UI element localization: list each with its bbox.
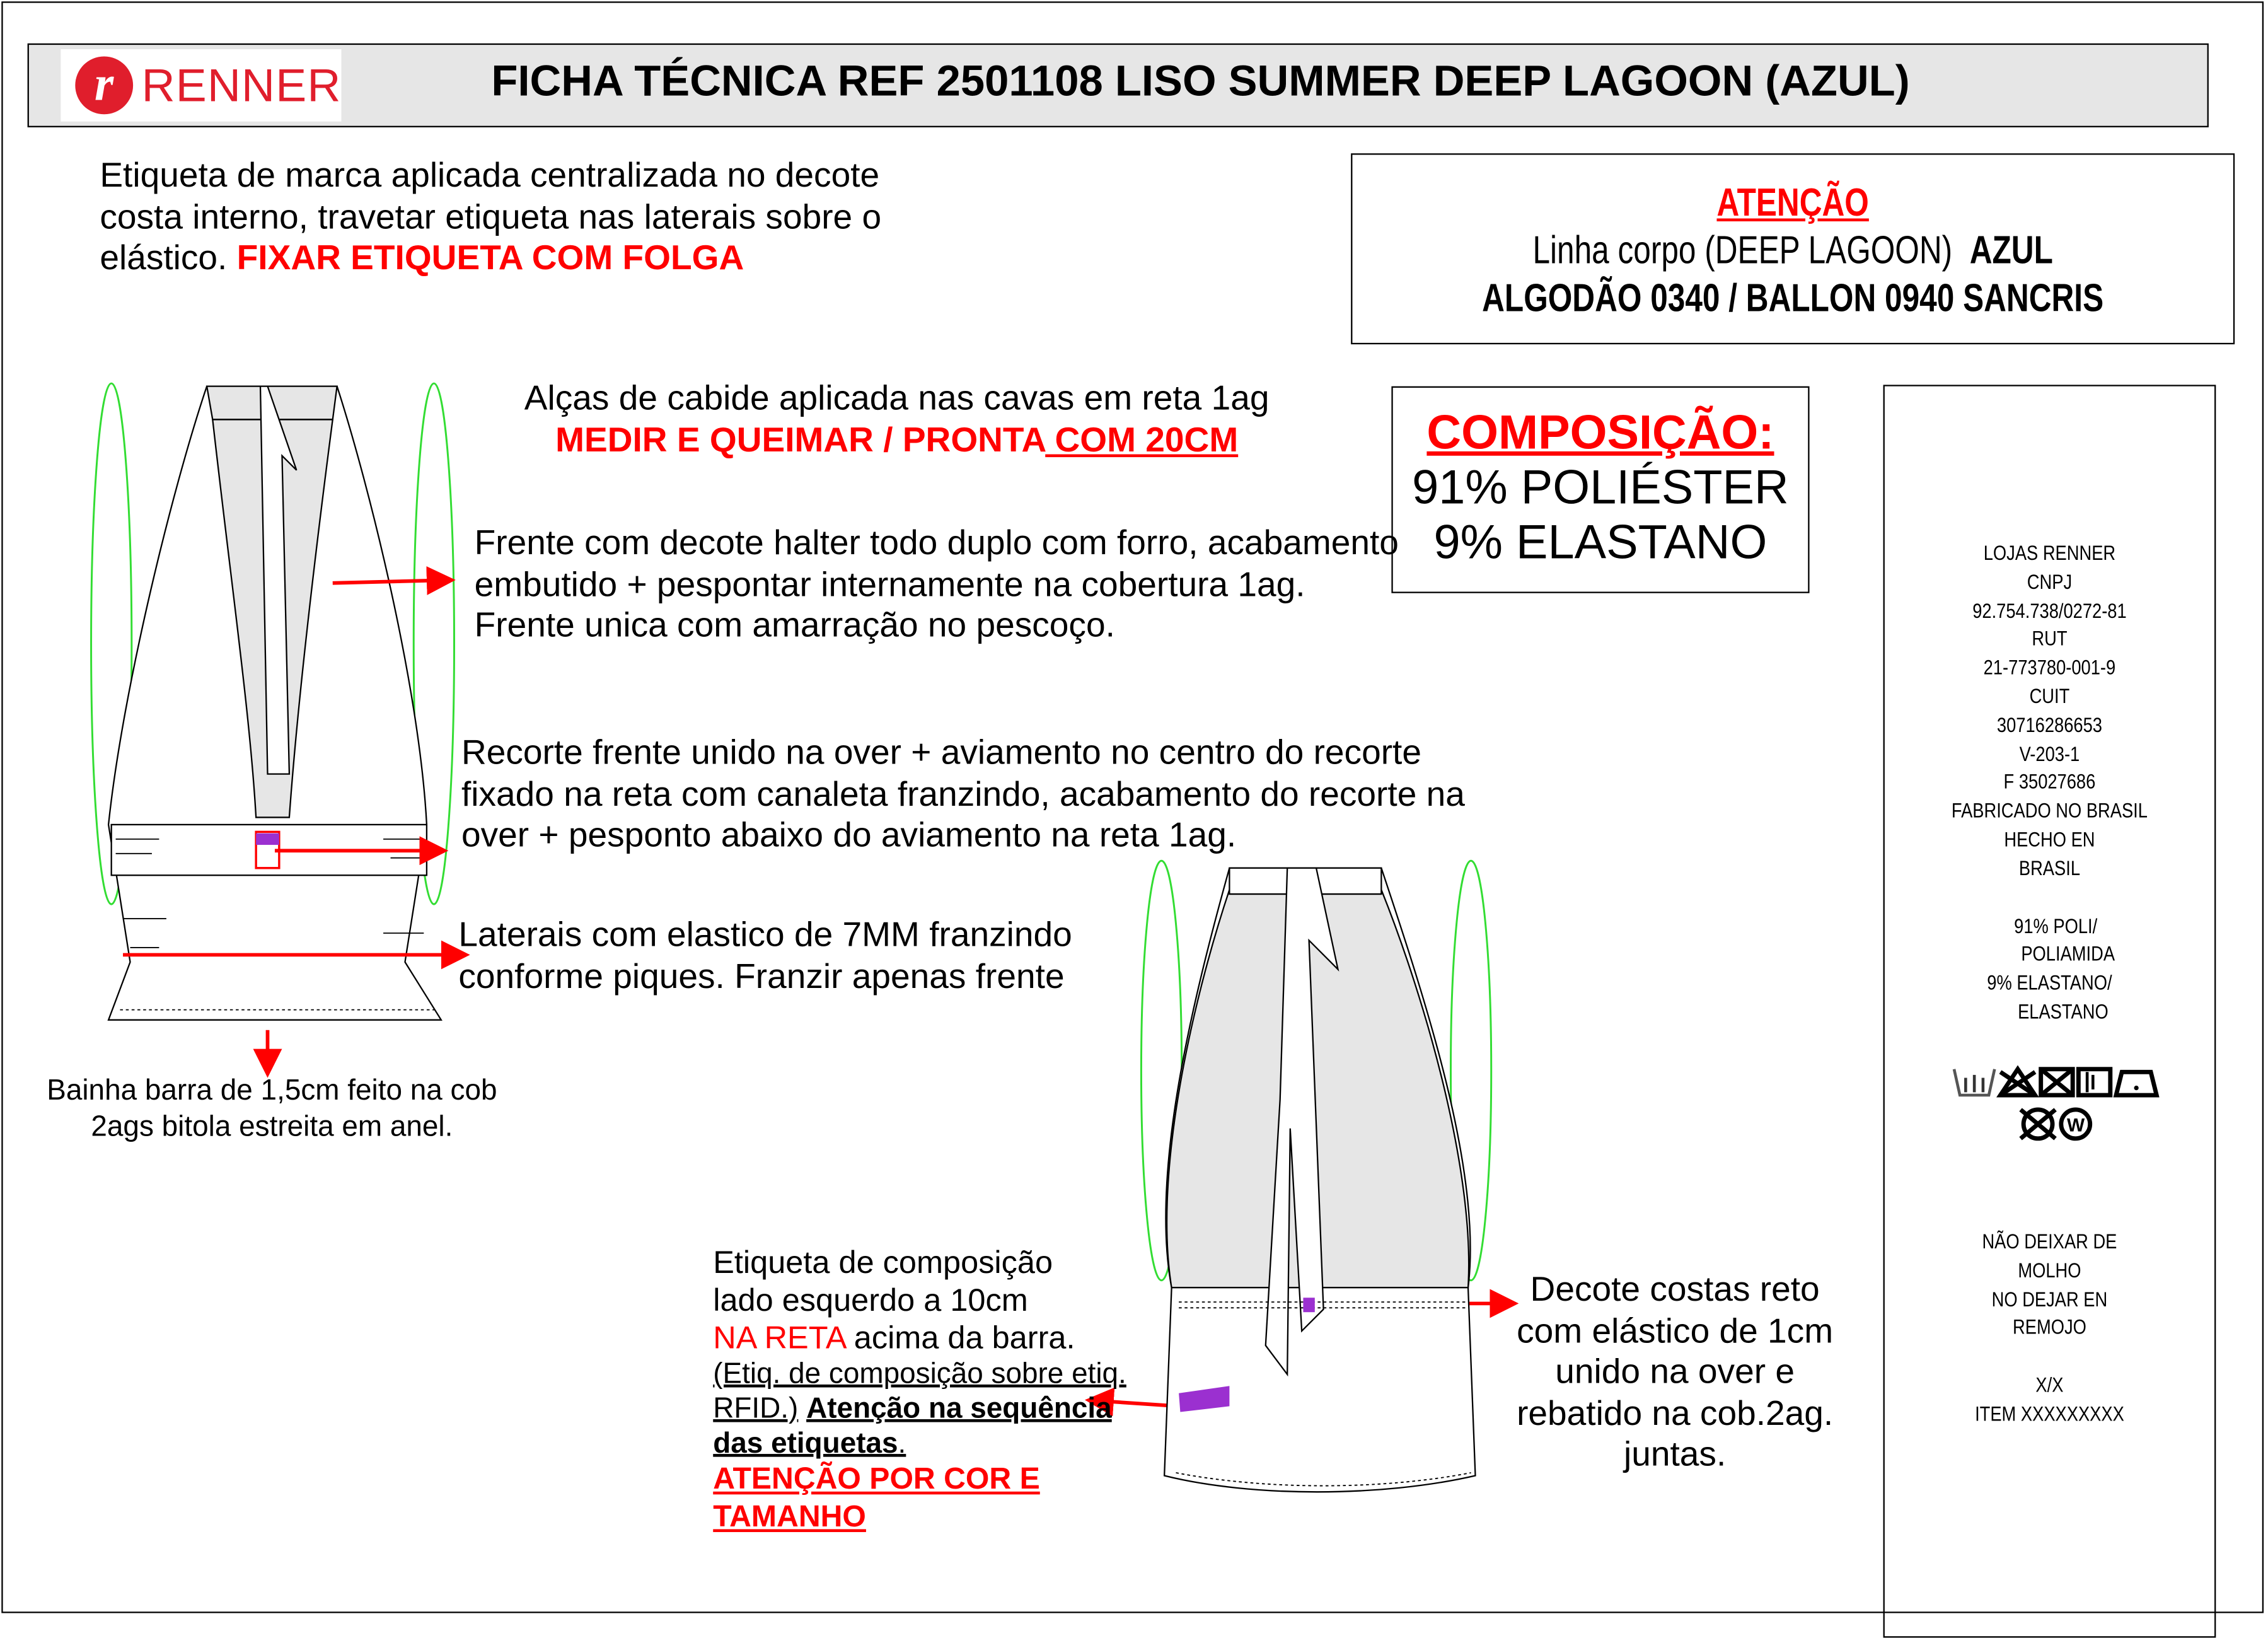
- hanger-loop-right: [412, 382, 455, 905]
- care-item: ITEM XXXXXXXXX: [1975, 1402, 2124, 1426]
- neck-tie: [259, 385, 298, 775]
- note-etiqueta-marca: Etiqueta de marca aplicada centralizada …: [100, 156, 939, 280]
- back-panel: [1166, 889, 1470, 1289]
- note-red-warning: ATENÇÃO POR COR E TAMANHO: [713, 1462, 1040, 1534]
- note-text: Alças de cabide aplicada nas cavas em re…: [524, 379, 1270, 419]
- attention-line2: ALGODÃO 0340 / BALLON 0940 SANCRIS: [1482, 276, 2104, 320]
- care-line: CNPJ: [2027, 569, 2073, 593]
- care-line: POLIAMIDA: [2021, 942, 2115, 966]
- no-tumble-dry-icon: [2039, 1067, 2075, 1098]
- care-line: F 35027686: [2003, 770, 2096, 794]
- composition-title: COMPOSIÇÃO:: [1426, 405, 1774, 459]
- no-bleach-icon: [1996, 1065, 2039, 1098]
- composition-line1: 91% POLIÉSTER: [1412, 460, 1789, 514]
- back-garment-drawing: [1140, 859, 1493, 1493]
- care-label-footer: NÃO DEIXAR DE MOLHO NO DEJAR EN REMOJO X…: [1909, 1228, 2190, 1429]
- care-line: 9% ELASTANO/: [1987, 971, 2112, 994]
- care-label-header: LOJAS RENNER CNPJ 92.754.738/0272-81 RUT…: [1909, 540, 2190, 1027]
- back-tie: [1264, 867, 1339, 1377]
- thread-color: AZUL: [1969, 228, 2053, 272]
- note-text: acima da barra.: [845, 1319, 1075, 1356]
- note-laterais: Laterais com elastico de 7MM franzindo c…: [458, 915, 1072, 996]
- logo-mark: r: [75, 56, 133, 115]
- care-line: HECHO EN: [2004, 827, 2095, 851]
- note-decote-costas: Decote costas reto com elástico de 1cm u…: [1517, 1270, 1834, 1475]
- iron-low-icon: [2113, 1069, 2160, 1098]
- care-line: 21-773780-001-9: [1983, 655, 2116, 679]
- care-line: REMOJO: [2013, 1315, 2086, 1339]
- thread-text: Linha corpo (DEEP LAGOON): [1532, 228, 1953, 272]
- attention-title: ATENÇÃO: [1716, 180, 1869, 224]
- care-line: LOJAS RENNER: [1983, 541, 2116, 564]
- care-line: 91% POLI/: [2014, 914, 2098, 937]
- header-bar: [27, 43, 2209, 127]
- care-symbols: W: [1952, 1065, 2160, 1141]
- note-frente: Frente com decote halter todo duplo com …: [474, 523, 1399, 646]
- care-size: X/X: [2035, 1373, 2064, 1397]
- composition-label-mark: [1179, 1386, 1230, 1412]
- care-line: 30716286653: [1996, 712, 2102, 736]
- page-title: FICHA TÉCNICA REF 2501108 LISO SUMMER DE…: [491, 57, 1910, 106]
- care-line: V-203-1: [2019, 741, 2080, 765]
- note-etiq-comp: Etiqueta de composição lado esquerdo a 1…: [713, 1244, 1132, 1536]
- note-recorte: Recorte frente unido na over + aviamento…: [461, 733, 1465, 856]
- hand-wash-icon: [1952, 1069, 1996, 1097]
- note-text: lado esquerdo a 10cm: [713, 1282, 1028, 1318]
- care-line: MOLHO: [2018, 1258, 2081, 1282]
- note-highlight: MEDIR E QUEIMAR / PRONTA: [555, 420, 1046, 460]
- composition-line2: 9% ELASTANO: [1433, 514, 1768, 569]
- care-line: BRASIL: [2018, 856, 2081, 880]
- line-dry-icon: [2076, 1067, 2113, 1098]
- renner-logo: r RENNER: [61, 49, 342, 122]
- care-line: 92.754.738/0272-81: [1972, 598, 2127, 622]
- care-line: NO DEJAR EN: [1991, 1287, 2108, 1310]
- care-line: FABRICADO NO BRASIL: [1951, 799, 2148, 822]
- hanger-loop-right: [1449, 859, 1493, 1282]
- care-line: CUIT: [2029, 684, 2070, 708]
- logo-text: RENNER: [141, 58, 342, 111]
- attention-box: ATENÇÃO Linha corpo (DEEP LAGOON) AZUL A…: [1351, 153, 2235, 345]
- note-highlight: FIXAR ETIQUETA COM FOLGA: [236, 238, 744, 278]
- note-underlined: (Etiq. de composição sobre etiq. RFID.): [713, 1358, 1126, 1426]
- attention-line1: Linha corpo (DEEP LAGOON) AZUL: [1440, 229, 2145, 274]
- note-bainha: Bainha barra de 1,5cm feito na cob 2ags …: [47, 1074, 497, 1143]
- care-line: RUT: [2032, 627, 2068, 651]
- note-text: Etiqueta de composição: [713, 1244, 1053, 1281]
- svg-text:W: W: [2067, 1115, 2085, 1136]
- note-text: Etiqueta de marca aplicada centralizada …: [100, 156, 882, 278]
- note-alcas: Alças de cabide aplicada nas cavas em re…: [492, 379, 1302, 462]
- care-line: ELASTANO: [2018, 999, 2109, 1023]
- note-bold-underlined: Atenção na sequência das etiquetas: [713, 1393, 1112, 1460]
- no-dry-clean-icon: [2019, 1107, 2057, 1141]
- note-highlight-underlined: COM 20CM: [1045, 420, 1239, 460]
- hanger-loop-left: [90, 382, 133, 905]
- front-garment-drawing: [90, 382, 455, 1021]
- care-line: NÃO DEIXAR DE: [1982, 1229, 2117, 1253]
- care-label: LOJAS RENNER CNPJ 92.754.738/0272-81 RUT…: [1883, 385, 2216, 1638]
- wet-clean-icon: W: [2059, 1107, 2093, 1141]
- note-highlight: NA RETA: [713, 1319, 845, 1356]
- composition-box: COMPOSIÇÃO: 91% POLIÉSTER 9% ELASTANO: [1391, 386, 1810, 593]
